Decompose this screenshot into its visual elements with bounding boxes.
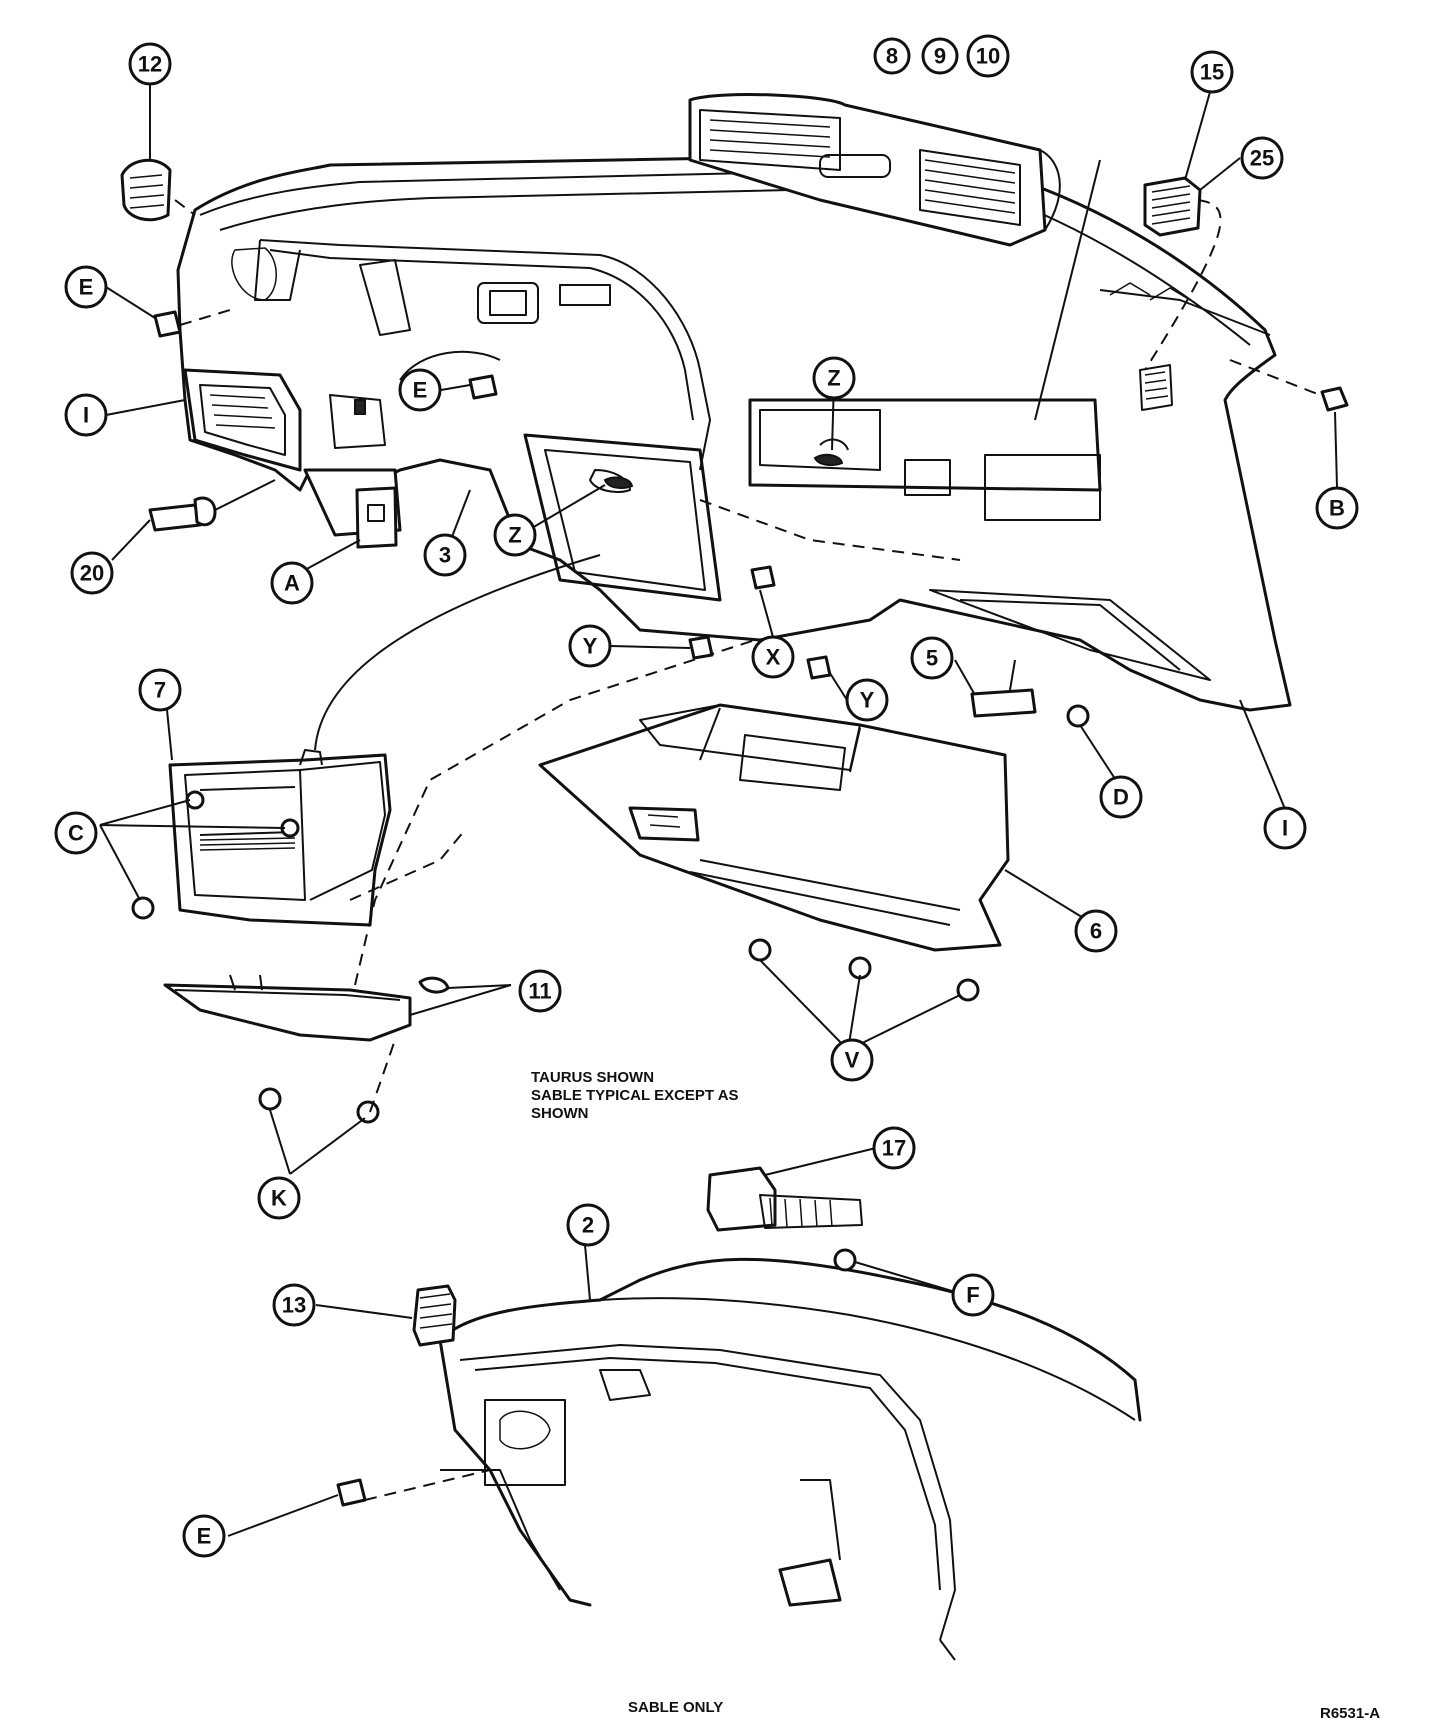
center-vent-assembly [688, 93, 1061, 247]
callout-F: F [951, 1273, 995, 1317]
callout-8: 8 [873, 37, 911, 75]
callout-Y-left: Y [568, 624, 612, 668]
svg-text:Y: Y [583, 634, 598, 659]
callout-Z-right: Z [812, 356, 856, 400]
callout-D: D [1099, 775, 1143, 819]
callout-3: 3 [423, 533, 467, 577]
svg-text:8: 8 [886, 44, 898, 69]
svg-text:3: 3 [439, 543, 451, 568]
callout-15: 15 [1190, 50, 1234, 94]
svg-text:K: K [271, 1186, 287, 1211]
part-X-clip [750, 565, 776, 590]
callout-5: 5 [910, 636, 954, 680]
svg-text:Z: Z [827, 366, 840, 391]
part-17-vent [706, 1166, 863, 1232]
callout-I-left: I [64, 393, 108, 437]
svg-text:A: A [284, 571, 300, 596]
part-B-clip [1320, 386, 1349, 412]
callout-12: 12 [128, 42, 172, 86]
part-Z-clip-left [603, 476, 634, 489]
part-15-vent [1143, 176, 1202, 237]
figure-id: R6531-A [1320, 1705, 1380, 1722]
part-5-switch [970, 659, 1037, 718]
part-11-lower-panel [163, 974, 450, 1124]
callout-C: C [54, 811, 98, 855]
svg-text:E: E [197, 1524, 212, 1549]
part-20-lamp-socket [148, 479, 276, 532]
instrument-panel-assembly [176, 153, 1292, 712]
svg-text:Z: Z [508, 523, 521, 548]
svg-text:10: 10 [976, 44, 1000, 69]
assembly-dashed-lines [174, 159, 1321, 1501]
callout-E-sable: E [182, 1514, 226, 1558]
notes: TAURUS SHOWN SABLE TYPICAL EXCEPT AS SHO… [531, 1069, 1380, 1722]
part-E-clip-upper-left [153, 310, 182, 338]
svg-text:11: 11 [528, 979, 551, 1004]
callout-10: 10 [966, 34, 1010, 78]
callout-9: 9 [921, 37, 959, 75]
svg-text:5: 5 [926, 646, 938, 671]
svg-text:2: 2 [582, 1213, 594, 1238]
svg-text:25: 25 [1250, 146, 1274, 171]
callout-E-upper: E [64, 265, 108, 309]
svg-text:Y: Y [860, 688, 875, 713]
callout-13: 13 [272, 1283, 316, 1327]
svg-text:E: E [413, 378, 428, 403]
part-Z-clip-right [813, 453, 844, 467]
svg-text:D: D [1113, 785, 1129, 810]
caption-sable-only: SABLE ONLY [628, 1699, 723, 1716]
svg-text:13: 13 [282, 1293, 306, 1318]
part-E-clip-center [468, 374, 498, 400]
svg-text:6: 6 [1090, 919, 1102, 944]
svg-text:I: I [83, 403, 89, 428]
note-shown: SHOWN [531, 1105, 589, 1122]
callout-17: 17 [872, 1126, 916, 1170]
callout-Y-right: Y [845, 678, 889, 722]
part-D-screw [1066, 704, 1090, 728]
callouts: 12 8 9 10 15 25 E I E Z B 20 A 3 Z Y X Y… [54, 34, 1359, 1558]
callout-X: X [751, 635, 795, 679]
svg-text:B: B [1329, 496, 1345, 521]
leader-lines [99, 84, 1338, 1537]
part-12-vent [120, 158, 172, 222]
part-7-bezel [131, 749, 392, 927]
part-Y-clip-right [806, 655, 832, 680]
svg-text:17: 17 [882, 1136, 906, 1161]
sable-instrument-panel [438, 1257, 1142, 1661]
part-6-glove-box [538, 703, 1010, 1002]
note-taurus-shown: TAURUS SHOWN [531, 1069, 654, 1086]
svg-text:15: 15 [1200, 60, 1224, 85]
callout-Z-left: Z [493, 513, 537, 557]
callout-25: 25 [1240, 136, 1284, 180]
svg-text:V: V [845, 1048, 860, 1073]
callout-B: B [1315, 486, 1359, 530]
svg-text:12: 12 [138, 52, 162, 77]
callout-I-right: I [1263, 806, 1307, 850]
svg-text:20: 20 [80, 561, 104, 586]
svg-text:E: E [79, 275, 94, 300]
callout-A: A [270, 561, 314, 605]
part-Y-clip-left [688, 635, 714, 660]
note-sable-typical: SABLE TYPICAL EXCEPT AS [531, 1087, 739, 1104]
callout-11: 11 [518, 969, 562, 1013]
part-A-bracket [355, 486, 398, 549]
svg-text:I: I [1282, 816, 1288, 841]
callout-2: 2 [566, 1203, 610, 1247]
svg-text:F: F [966, 1283, 979, 1308]
svg-text:9: 9 [934, 44, 946, 69]
callout-E-center: E [398, 368, 442, 412]
callout-V: V [830, 1038, 874, 1082]
callout-7: 7 [138, 668, 182, 712]
callout-K: K [257, 1176, 301, 1220]
svg-text:X: X [766, 645, 781, 670]
part-E-clip-sable [336, 1478, 367, 1507]
part-13-vent [412, 1284, 457, 1347]
callout-6: 6 [1074, 909, 1118, 953]
callout-20: 20 [70, 551, 114, 595]
part-F-screw [833, 1248, 857, 1272]
svg-text:7: 7 [154, 678, 166, 703]
svg-text:C: C [68, 821, 84, 846]
